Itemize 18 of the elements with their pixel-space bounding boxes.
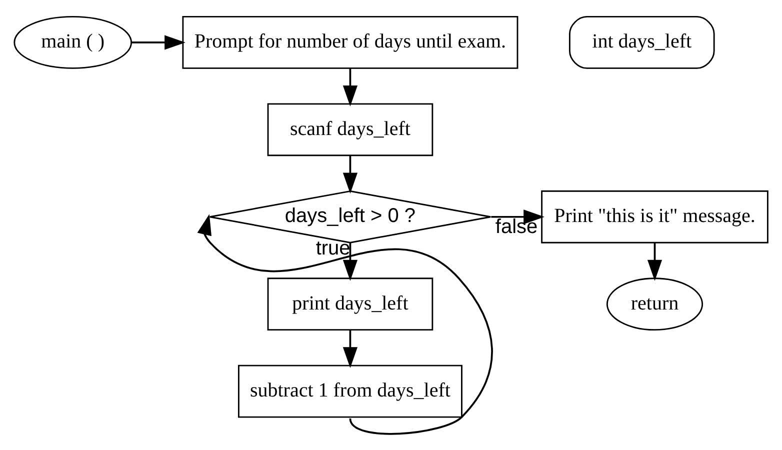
arrow [342,154,358,194]
arrow [491,209,544,224]
node-box: Prompt for number of days until exam. [182,16,518,68]
arrow [342,329,358,368]
arrow [342,242,358,280]
arrow [197,214,493,434]
arrow [342,68,358,106]
arrow [647,242,662,280]
node-ellipse: return [606,277,704,330]
node-ellipse: main ( ) [14,16,132,68]
node-box: int days_left [568,16,715,68]
arrow [132,34,186,50]
edge-label: false [495,215,538,238]
node-box: print days_left [267,277,434,330]
node-box: subtract 1 from days_left [238,364,462,418]
node-box: Print "this is it" message. [541,190,768,243]
node-diamond: days_left > 0 ? [209,190,492,243]
node-box: scanf days_left [267,102,434,156]
